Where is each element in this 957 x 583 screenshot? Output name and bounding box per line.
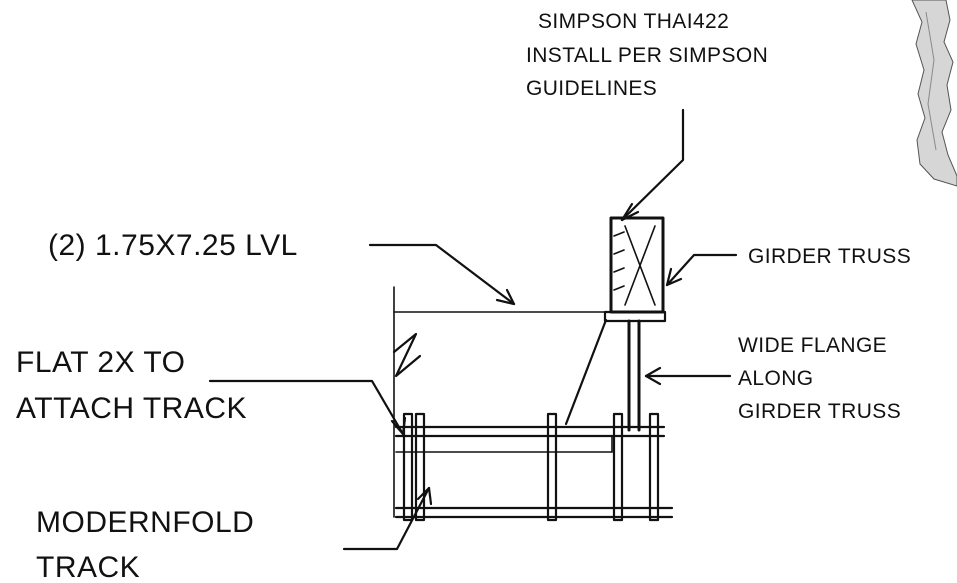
girder-truss-leader-arrow — [665, 253, 738, 287]
lvl-label: (2) 1.75X7.25 LVL — [48, 229, 298, 262]
wide-flange-label-line-2: ALONG — [738, 367, 814, 390]
simpson-leader-arrow — [620, 108, 685, 222]
wide-flange-leader-arrow — [644, 366, 732, 386]
simpson-label-line-2: INSTALL PER SIMPSON — [526, 44, 768, 67]
simpson-label-line-1: SIMPSON THAI422 — [538, 10, 729, 33]
girder-truss-label: GIRDER TRUSS — [748, 245, 911, 268]
wide-flange-label-line-3: GIRDER TRUSS — [738, 400, 901, 423]
modernfold-label-line-2: TRACK — [36, 551, 140, 583]
flat-2x-label-line-1: FLAT 2X TO — [16, 346, 186, 379]
modernfold-leader-arrow — [342, 486, 433, 551]
torn-paper-edge — [911, 0, 957, 187]
flat-2x-label-line-2: ATTACH TRACK — [16, 392, 247, 425]
section-geometry — [392, 216, 674, 522]
simpson-label-line-3: GUIDELINES — [526, 77, 657, 100]
modernfold-label-line-1: MODERNFOLD — [36, 506, 254, 539]
wide-flange-label-line-1: WIDE FLANGE — [738, 334, 887, 357]
lvl-leader-arrow — [368, 243, 516, 306]
